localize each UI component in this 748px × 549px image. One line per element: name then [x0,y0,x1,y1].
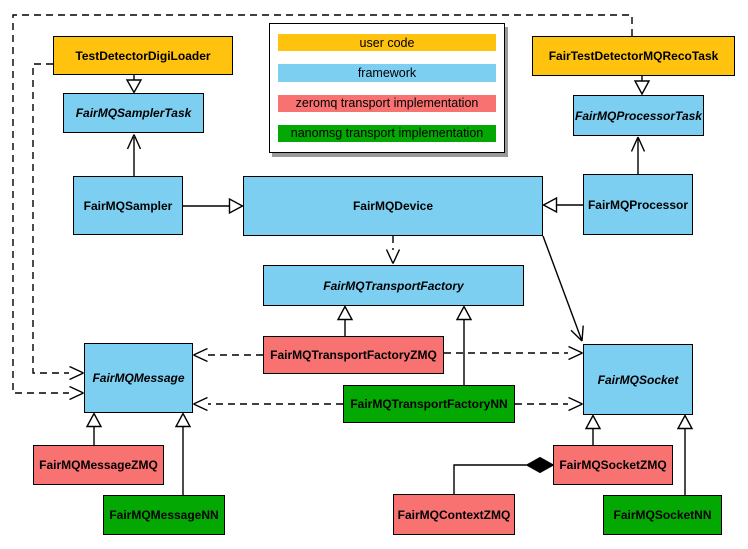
node-fairmq-context-zmq: FairMQContextZMQ [393,494,515,535]
edge-device-factory [385,236,401,264]
edge-socketnn-socket [676,414,694,495]
node-test-detector-digi-loader: TestDetectorDigiLoader [53,36,233,75]
node-fairmq-socket-nn: FairMQSocketNN [603,495,722,535]
edge-sampler-samplertask [126,134,142,176]
edge-socketzmq-socket [584,414,602,445]
edge-messagenn-message [174,412,192,495]
edge-factorynn-socket [515,396,583,412]
node-fairmq-transport-factory: FairMQTransportFactory [263,265,524,306]
node-fairmq-socket-zmq: FairMQSocketZMQ [553,445,673,485]
node-fairmq-message: FairMQMessage [84,343,193,413]
legend-item-zeromq: zeromq transport implementation [278,94,496,112]
edge-recotask-processortask [633,76,651,96]
node-fairmq-sampler-task: FairMQSamplerTask [63,93,204,133]
legend-item-user-code: user code [278,34,496,52]
node-fairmq-message-nn: FairMQMessageNN [103,495,225,535]
edge-processor-processortask [630,136,646,174]
node-fairmq-transport-factory-nn: FairMQTransportFactoryNN [343,385,515,423]
edge-recotask-message [12,14,633,401]
edge-processor-device [542,196,583,214]
edge-factoryzmq-message [193,347,263,363]
edge-factorynn-factory [455,305,473,385]
legend-item-nanomsg: nanomsg transport implementation [278,124,496,142]
edge-sampler-device [183,197,244,215]
edge-digiloader-message [32,63,84,381]
node-fairmq-message-zmq: FairMQMessageZMQ [33,445,164,485]
node-fairmq-socket: FairMQSocket [583,344,693,415]
legend: user code framework zeromq transport imp… [269,23,505,153]
edge-factoryzmq-factory [336,305,354,336]
edge-factoryzmq-socket [444,345,583,361]
node-fairmq-sampler: FairMQSampler [73,176,183,235]
legend-item-framework: framework [278,64,496,82]
node-fairmq-processor-task: FairMQProcessorTask [573,95,704,136]
edge-socketzmq-contextzmq [453,456,555,494]
node-fairmq-processor: FairMQProcessor [583,174,693,235]
node-fairmq-transport-factory-zmq: FairMQTransportFactoryZMQ [263,336,444,374]
edge-digiloader-samplertask [125,75,143,94]
node-fairmq-device: FairMQDevice [243,176,543,236]
edge-messagezmq-message [85,412,103,445]
edge-factorynn-message [193,396,343,412]
edge-device-socket [542,235,584,342]
node-fair-test-detector-mq-reco-task: FairTestDetectorMQRecoTask [532,36,735,76]
